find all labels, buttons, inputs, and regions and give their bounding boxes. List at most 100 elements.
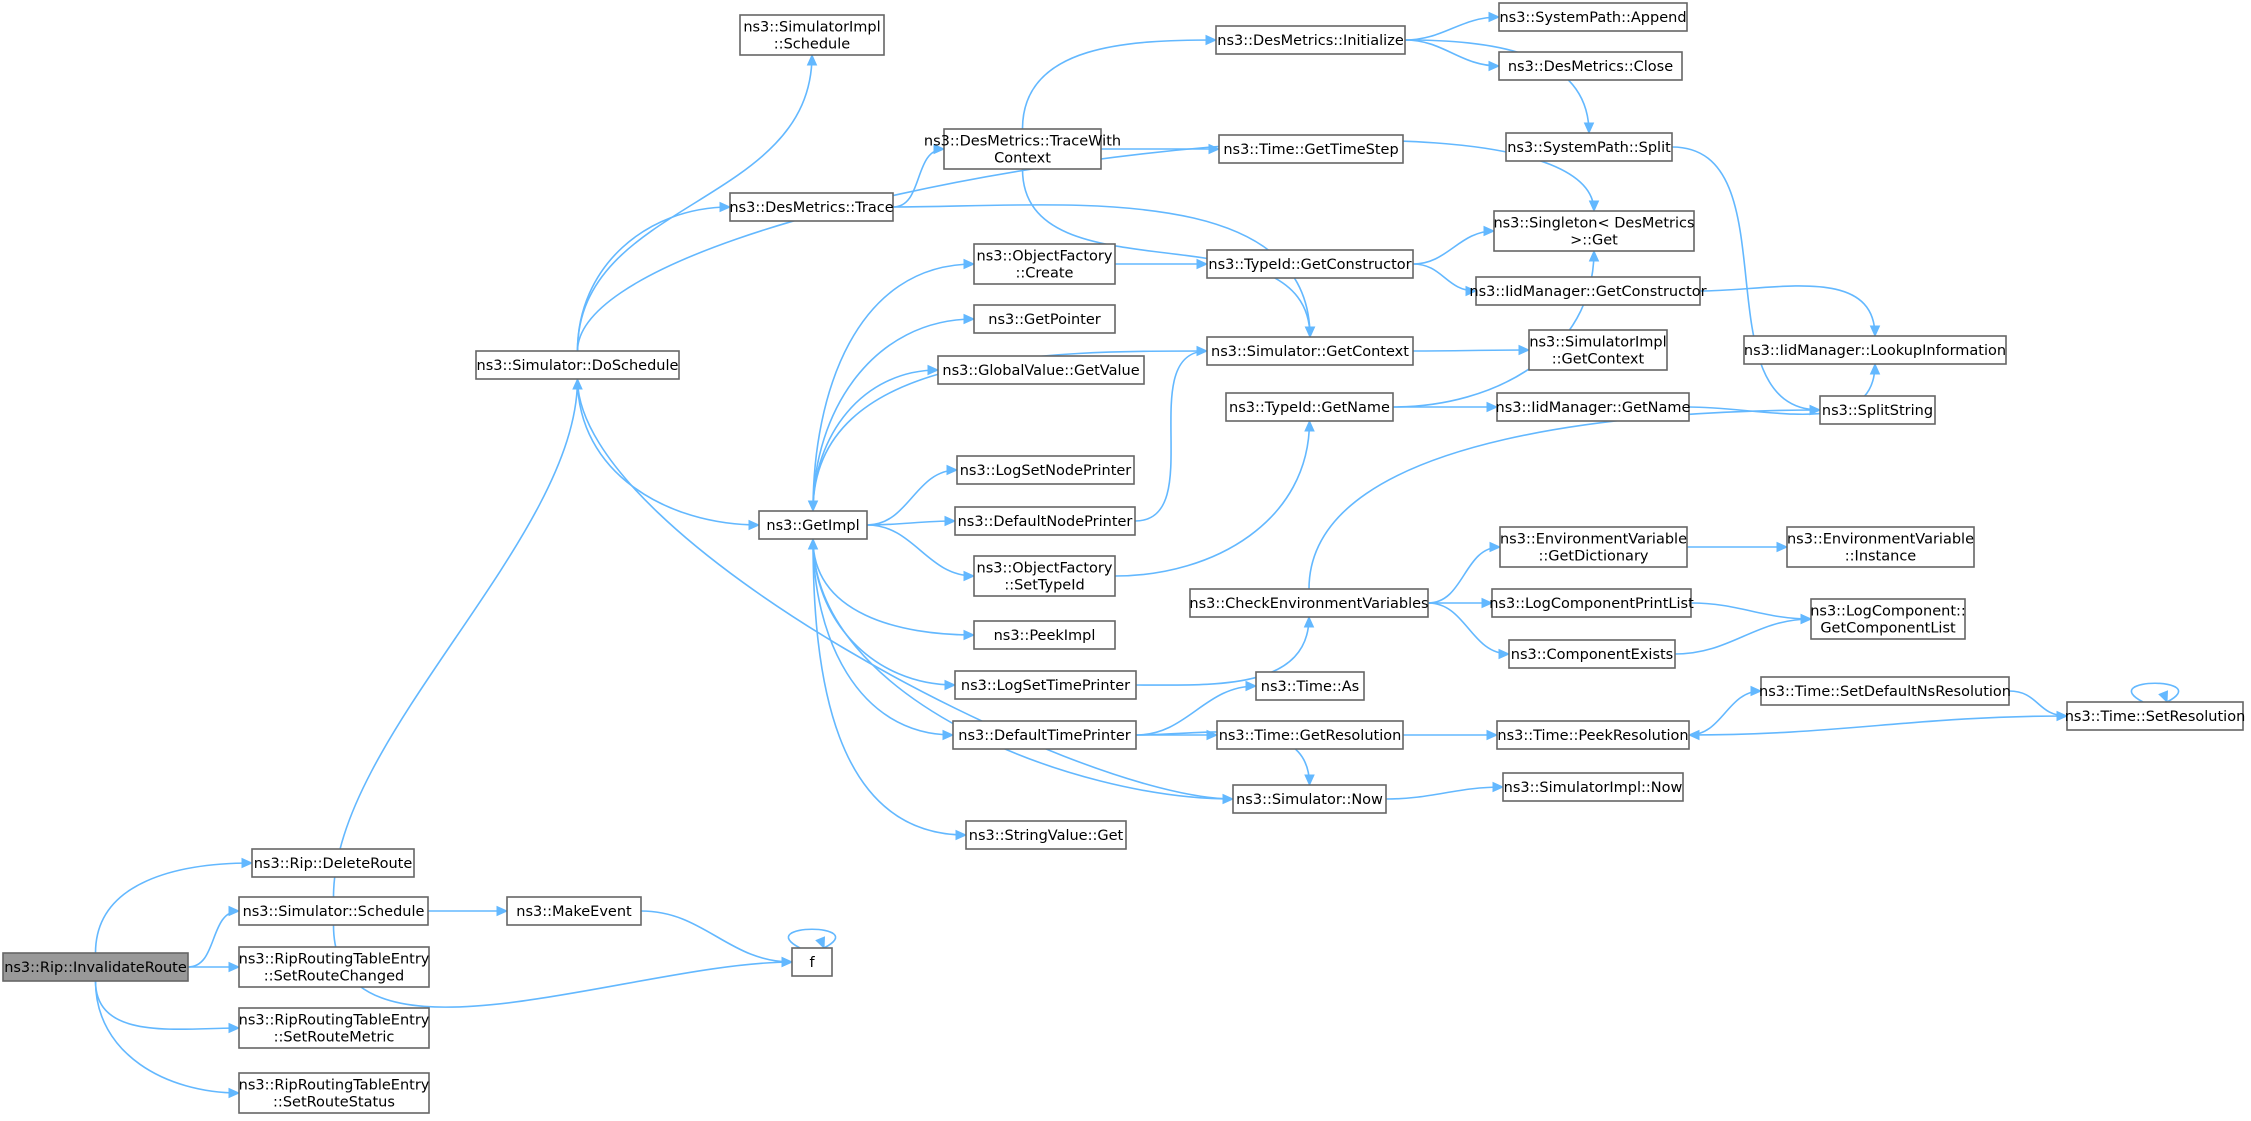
node-makeevent[interactable]: ns3::MakeEvent — [506, 896, 642, 926]
node-singletonget[interactable]: ns3::Singleton< DesMetrics>::Get — [1493, 210, 1695, 252]
node-box — [729, 192, 894, 222]
edge-simgetcontext-to-simimplgetcontext-arrowhead — [1518, 344, 1531, 356]
node-setroutemetric[interactable]: ns3::RipRoutingTableEntry::SetRouteMetri… — [238, 1007, 430, 1049]
node-timegetresolution[interactable]: ns3::Time::GetResolution — [1216, 720, 1404, 750]
node-box — [1496, 392, 1690, 422]
node-dminitialize[interactable]: ns3::DesMetrics::Initialize — [1215, 25, 1406, 55]
edge-iidgetconstructor-to-iidlookup — [1699, 285, 1876, 337]
node-label: ns3::IidManager::GetConstructor — [1469, 284, 1706, 300]
edge-dminitialize-to-spappend — [1404, 16, 1500, 41]
node-label: ns3::DefaultNodePrinter — [958, 514, 1133, 530]
node-label: ns3::SimulatorImpl — [1529, 335, 1666, 351]
node-label: ns3::PeekImpl — [994, 628, 1096, 644]
node-logcomponentprintlist[interactable]: ns3::LogComponentPrintList — [1489, 588, 1694, 618]
node-logsettimeprinter[interactable]: ns3::LogSetTimePrinter — [954, 670, 1137, 700]
node-simnow[interactable]: ns3::Simulator::Now — [1232, 784, 1387, 814]
node-getcomponentlist[interactable]: ns3::LogComponent::GetComponentList — [1810, 598, 1966, 640]
node-box — [1493, 210, 1695, 252]
edge-doschedule-to-desmetricstrace-arrowhead — [719, 201, 732, 213]
node-label: ns3::DefaultTimePrinter — [958, 728, 1130, 744]
node-defaulttimeprinter[interactable]: ns3::DefaultTimePrinter — [952, 720, 1137, 750]
node-ofcreate[interactable]: ns3::ObjectFactory::Create — [973, 243, 1116, 285]
node-label: ns3::SystemPath::Append — [1499, 10, 1686, 26]
node-componentexists[interactable]: ns3::ComponentExists — [1508, 639, 1676, 669]
node-logsetnodeprinter[interactable]: ns3::LogSetNodePrinter — [956, 455, 1135, 485]
edge-invalidate-to-setroutemetric-arrowhead — [228, 1022, 241, 1034]
edge-timepeekresolution-to-timesetdefaultns — [1688, 690, 1762, 736]
node-iidgetname[interactable]: ns3::IidManager::GetName — [1496, 392, 1691, 422]
node-label: ns3::DesMetrics::Trace — [729, 200, 893, 216]
node-box — [2, 952, 189, 982]
node-timegettimestep[interactable]: ns3::Time::GetTimeStep — [1218, 134, 1404, 164]
node-box — [973, 620, 1116, 650]
node-timesetresolution[interactable]: ns3::Time::SetResolution — [2065, 701, 2246, 731]
node-typeidgetconstructor[interactable]: ns3::TypeId::GetConstructor — [1206, 249, 1414, 279]
node-desmetricstrace[interactable]: ns3::DesMetrics::Trace — [729, 192, 894, 222]
node-deleteroute[interactable]: ns3::Rip::DeleteRoute — [251, 848, 415, 878]
node-stringvalueget[interactable]: ns3::StringValue::Get — [965, 820, 1127, 850]
node-timepeekresolution[interactable]: ns3::Time::PeekResolution — [1496, 720, 1690, 750]
node-dmclose[interactable]: ns3::DesMetrics::Close — [1498, 51, 1683, 81]
node-timeas[interactable]: ns3::Time::As — [1255, 671, 1365, 701]
edge-tracewithcontext-to-simgetcontext-arrowhead — [1304, 326, 1316, 339]
node-invalidate[interactable]: ns3::Rip::InvalidateRoute — [2, 952, 189, 982]
node-box — [2066, 701, 2244, 731]
node-gvgetvalue[interactable]: ns3::GlobalValue::GetValue — [937, 355, 1145, 385]
node-spsplit[interactable]: ns3::SystemPath::Split — [1505, 132, 1673, 162]
edge-defaulttimeprinter-to-simnow-arrowhead — [1304, 774, 1315, 787]
node-label: ::SetTypeId — [1004, 578, 1084, 594]
node-ofsettypeid[interactable]: ns3::ObjectFactory::SetTypeId — [973, 555, 1116, 597]
node-label: ns3::IidManager::GetName — [1496, 400, 1691, 416]
edge-checkenv-to-splitstring-arrowhead — [1809, 404, 1822, 416]
node-envinstance[interactable]: ns3::EnvironmentVariable::Instance — [1786, 526, 1975, 568]
node-typeidgetname[interactable]: ns3::TypeId::GetName — [1225, 392, 1394, 422]
node-box — [954, 506, 1136, 536]
node-box — [956, 455, 1135, 485]
edge-iidgetname-to-iidlookup-arrowhead — [1869, 362, 1881, 375]
node-envgetdictionary[interactable]: ns3::EnvironmentVariable::GetDictionary — [1499, 526, 1688, 568]
node-schedule[interactable]: ns3::Simulator::Schedule — [238, 896, 429, 926]
node-setroutechanged[interactable]: ns3::RipRoutingTableEntry::SetRouteChang… — [238, 946, 430, 988]
node-label: ns3::StringValue::Get — [969, 828, 1124, 844]
node-iidgetconstructor[interactable]: ns3::IidManager::GetConstructor — [1469, 276, 1707, 306]
node-simgetcontext[interactable]: ns3::Simulator::GetContext — [1206, 336, 1414, 366]
node-setroutestatus[interactable]: ns3::RipRoutingTableEntry::SetRouteStatu… — [238, 1072, 430, 1114]
node-spappend[interactable]: ns3::SystemPath::Append — [1498, 2, 1688, 32]
edge-componentexists-to-getcomponentlist — [1674, 618, 1812, 655]
edge-simnow-to-simimplnow-arrowhead — [1492, 781, 1505, 793]
edge-getimpl-to-ofcreate-arrowhead — [963, 258, 976, 270]
node-timesetdefaultns[interactable]: ns3::Time::SetDefaultNsResolution — [1759, 676, 2011, 706]
node-box — [1216, 720, 1404, 750]
node-label: ns3::RipRoutingTableEntry — [239, 952, 430, 968]
node-doschedule[interactable]: ns3::Simulator::DoSchedule — [475, 350, 680, 380]
node-box — [1491, 588, 1692, 618]
node-iidlookup[interactable]: ns3::IidManager::LookupInformation — [1743, 335, 2007, 365]
node-box — [1505, 132, 1673, 162]
node-checkenv[interactable]: ns3::CheckEnvironmentVariables — [1189, 588, 1429, 618]
edge-invalidate-to-setroutestatus — [94, 980, 240, 1094]
node-getimpl[interactable]: ns3::GetImpl — [758, 510, 868, 540]
node-defaultnodeprinter[interactable]: ns3::DefaultNodePrinter — [954, 506, 1136, 536]
node-f[interactable]: f — [791, 947, 833, 977]
node-label: ns3::GlobalValue::GetValue — [942, 363, 1139, 379]
edge-getimpl-to-peekimpl — [812, 538, 975, 636]
node-box — [1819, 395, 1936, 425]
node-splitstring[interactable]: ns3::SplitString — [1819, 395, 1936, 425]
edge-simgetcontext-to-getimpl-arrowhead — [807, 500, 819, 513]
node-box — [758, 510, 868, 540]
node-box — [739, 14, 885, 56]
node-simimplgetcontext[interactable]: ns3::SimulatorImpl::GetContext — [1528, 329, 1668, 371]
node-label: ns3::EnvironmentVariable — [1787, 532, 1974, 548]
node-box — [238, 1072, 430, 1114]
node-simimplnow[interactable]: ns3::SimulatorImpl::Now — [1502, 772, 1684, 802]
node-simimplschedule[interactable]: ns3::SimulatorImpl::Schedule — [739, 14, 885, 56]
node-box — [1225, 392, 1394, 422]
edge-typeidgetconstructor-to-singletonget-arrowhead — [1483, 225, 1496, 237]
node-label: ::SetRouteMetric — [274, 1030, 395, 1046]
node-box — [1206, 336, 1414, 366]
node-peekimpl[interactable]: ns3::PeekImpl — [973, 620, 1116, 650]
node-getpointer[interactable]: ns3::GetPointer — [973, 304, 1116, 334]
node-label: ns3::DesMetrics::Initialize — [1217, 33, 1404, 49]
node-label: ns3::Time::GetTimeStep — [1223, 142, 1398, 158]
